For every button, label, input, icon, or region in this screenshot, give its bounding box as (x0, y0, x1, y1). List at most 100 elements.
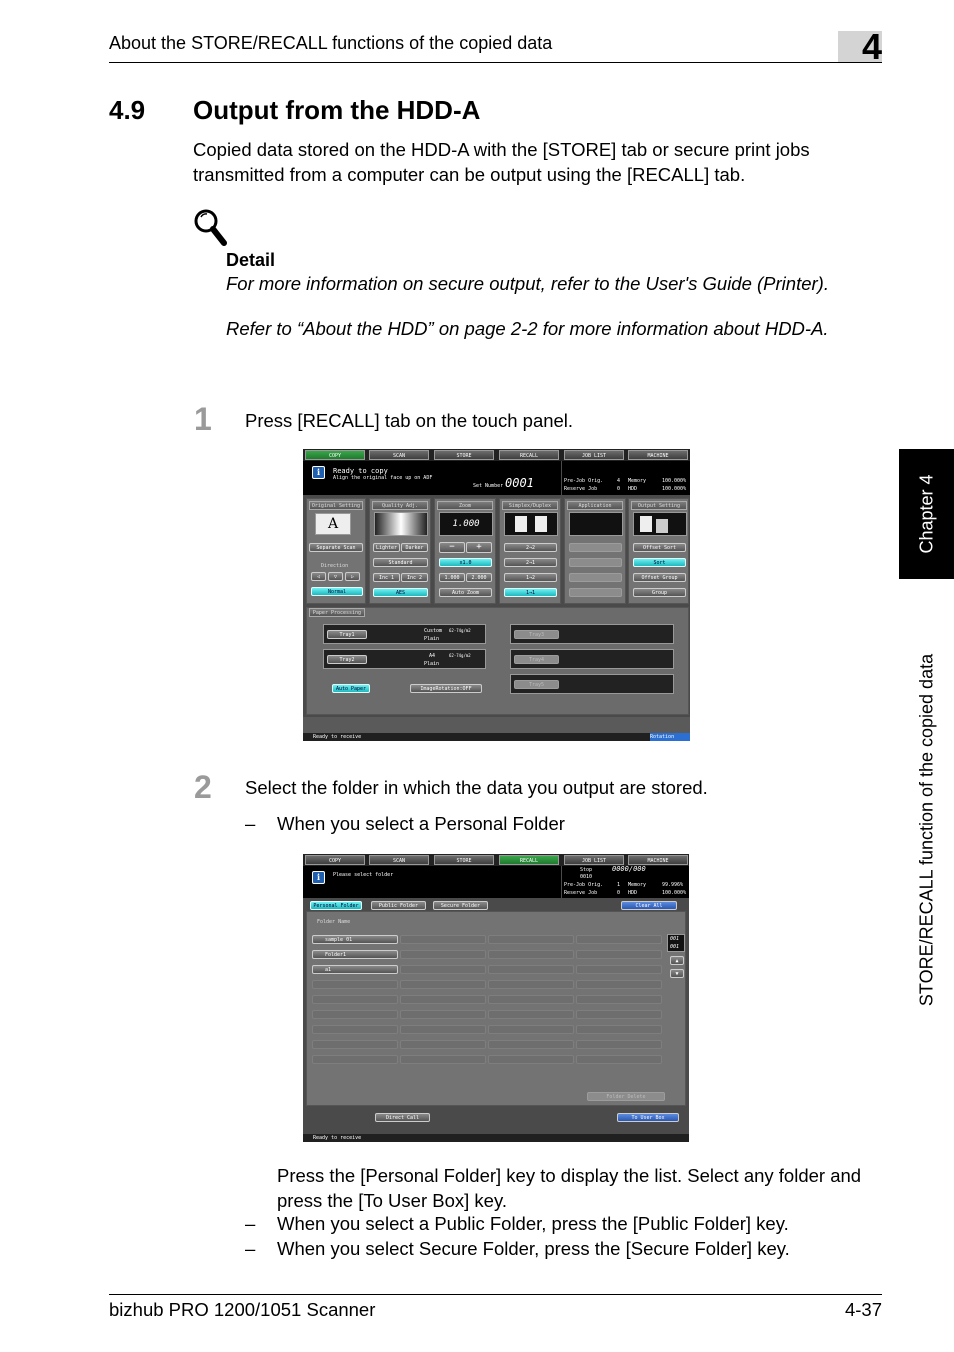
zoom-button[interactable]: Zoom (437, 501, 493, 510)
output-setting-button[interactable]: Output Setting (631, 501, 687, 510)
tray-2-row[interactable]: Tray2 A4 62-74g/m2 Plain (323, 649, 486, 669)
folder-button[interactable]: Folder1 (312, 950, 398, 959)
bullet-personal-folder: When you select a Personal Folder (277, 813, 565, 834)
tab-scan[interactable]: SCAN (369, 450, 429, 460)
tray-5-button[interactable]: Tray5 (514, 680, 559, 689)
tray-2-button[interactable]: Tray2 (327, 655, 367, 664)
tab-store[interactable]: STORE (434, 855, 494, 865)
empty-folder-slot (400, 1010, 486, 1019)
normal-button[interactable]: Normal (311, 587, 363, 596)
message-area: i Please select folder (303, 866, 561, 898)
status-area: Stop 0000/000 0010 Pre-Job Orig. 1 Memor… (562, 866, 689, 898)
tab-recall[interactable]: RECALL (499, 855, 559, 865)
quality-adj-button[interactable]: Quality Adj. (372, 501, 428, 510)
empty-folder-slot (312, 995, 398, 1004)
tray-1-button[interactable]: Tray1 (327, 630, 367, 639)
zoom-preset-1-button[interactable]: 1.000 (439, 573, 465, 582)
tab-scan[interactable]: SCAN (369, 855, 429, 865)
zoom-preset-2-button[interactable]: 2.000 (466, 573, 492, 582)
darker-button[interactable]: Darker (401, 543, 428, 552)
folder-button[interactable]: sample 01 (312, 935, 398, 944)
empty-folder-slot (312, 980, 398, 989)
group-button[interactable]: Group (633, 588, 686, 597)
empty-folder-slot (488, 980, 574, 989)
empty-folder-slot (400, 1040, 486, 1049)
tab-job-list[interactable]: JOB LIST (564, 450, 624, 460)
chapter-number: 4 (861, 26, 882, 67)
lighter-button[interactable]: Lighter (373, 543, 400, 552)
paper-processing-button[interactable]: Paper Processing (309, 608, 365, 617)
duplex-2-1-button[interactable]: 2→1 (504, 558, 557, 567)
offset-sort-button[interactable]: Offset Sort (633, 543, 686, 552)
tab-machine[interactable]: MACHINE (628, 855, 688, 865)
tray-1-row[interactable]: Tray1 Custom 62-74g/m2 Plain (323, 624, 486, 644)
zoom-value: 1.000 (439, 512, 493, 536)
zoom-x1-button[interactable]: x1.0 (439, 558, 492, 567)
scroll-up-icon[interactable]: ▲ (670, 956, 684, 965)
panel-quality-adj: Quality Adj. Lighter Darker Standard Inc… (369, 498, 431, 604)
clear-all-button[interactable]: Clear All (621, 901, 677, 910)
set-number-label: Set Number (473, 483, 504, 489)
duplex-1-1-button[interactable]: 1→1 (504, 588, 557, 597)
inc2-button[interactable]: Inc 2 (401, 573, 428, 582)
tray-3-button[interactable]: Tray3 (514, 630, 559, 639)
status-value: 100.000% (662, 486, 687, 492)
bullet-dash: – (245, 1238, 256, 1259)
to-user-box-button[interactable]: To User Box (617, 1113, 679, 1122)
inc1-button[interactable]: Inc 1 (373, 573, 400, 582)
status-label: Pre-Job Orig. (564, 882, 604, 888)
duplex-1-2-button[interactable]: 1→2 (504, 573, 557, 582)
panel-original-setting: Original Setting A Separate Scan Directi… (306, 498, 366, 604)
secure-folder-tab[interactable]: Secure Folder (433, 901, 488, 910)
standard-button[interactable]: Standard (373, 558, 428, 567)
aes-button[interactable]: AES (373, 588, 428, 597)
empty-folder-slot (312, 1055, 398, 1064)
tab-copy[interactable]: COPY (305, 450, 365, 460)
folder-button[interactable]: a1 (312, 965, 398, 974)
rotation-button[interactable]: Rotation (650, 733, 690, 741)
folder-delete-button[interactable]: Folder Delete (587, 1092, 665, 1101)
original-setting-button[interactable]: Original Setting (309, 501, 363, 510)
separate-scan-button[interactable]: Separate Scan (309, 543, 363, 552)
auto-zoom-button[interactable]: Auto Zoom (439, 588, 492, 597)
public-folder-tab[interactable]: Public Folder (371, 901, 426, 910)
empty-folder-slot (488, 1025, 574, 1034)
main-tabs: COPY SCAN STORE RECALL JOB LIST MACHINE (303, 449, 690, 461)
empty-folder-slot (576, 965, 662, 974)
tab-machine[interactable]: MACHINE (628, 450, 688, 460)
tray-2-weight: 62-74g/m2 (449, 653, 471, 658)
zoom-plus-button[interactable]: + (466, 542, 492, 553)
direction-down-button[interactable]: ▽ (328, 572, 343, 581)
tab-recall[interactable]: RECALL (499, 450, 559, 460)
offset-group-button[interactable]: Offset Group (633, 573, 686, 582)
simplex-duplex-button[interactable]: Simplex/Duplex (502, 501, 558, 510)
main-tabs: COPY SCAN STORE RECALL JOB LIST MACHINE (303, 854, 689, 866)
tray-5-row[interactable]: Tray5 (510, 674, 674, 694)
tab-store[interactable]: STORE (434, 450, 494, 460)
zoom-minus-button[interactable]: − (439, 542, 465, 553)
empty-folder-slot (576, 1040, 662, 1049)
tray-4-row[interactable]: Tray4 (510, 649, 674, 669)
duplex-2-2-button[interactable]: 2→2 (504, 543, 557, 552)
empty-folder-slot (400, 950, 486, 959)
folder-name-header: Folder Name (317, 919, 351, 925)
image-rotation-button[interactable]: ImageRotation:OFF (410, 684, 482, 693)
direct-call-button[interactable]: Direct Call (375, 1113, 430, 1122)
direction-right-button[interactable]: ▷ (345, 572, 360, 581)
tab-job-list[interactable]: JOB LIST (564, 855, 624, 865)
direction-left-button[interactable]: ◁ (311, 572, 326, 581)
bullet-dash: – (245, 813, 256, 834)
empty-folder-slot (400, 995, 486, 1004)
tray-3-row[interactable]: Tray3 (510, 624, 674, 644)
tray-4-button[interactable]: Tray4 (514, 655, 559, 664)
sort-button[interactable]: Sort (633, 558, 686, 567)
tab-copy[interactable]: COPY (305, 855, 365, 865)
density-gauge (374, 512, 428, 536)
output-preview (633, 512, 687, 536)
personal-folder-tab[interactable]: Personal Folder (310, 901, 362, 910)
step-1-number: 1 (194, 401, 212, 437)
scroll-down-icon[interactable]: ▼ (670, 969, 684, 978)
auto-paper-button[interactable]: Auto Paper (332, 684, 370, 693)
application-button[interactable]: Application (567, 501, 623, 510)
panel-output-setting: Output Setting Offset Sort Sort Offset G… (628, 498, 689, 604)
